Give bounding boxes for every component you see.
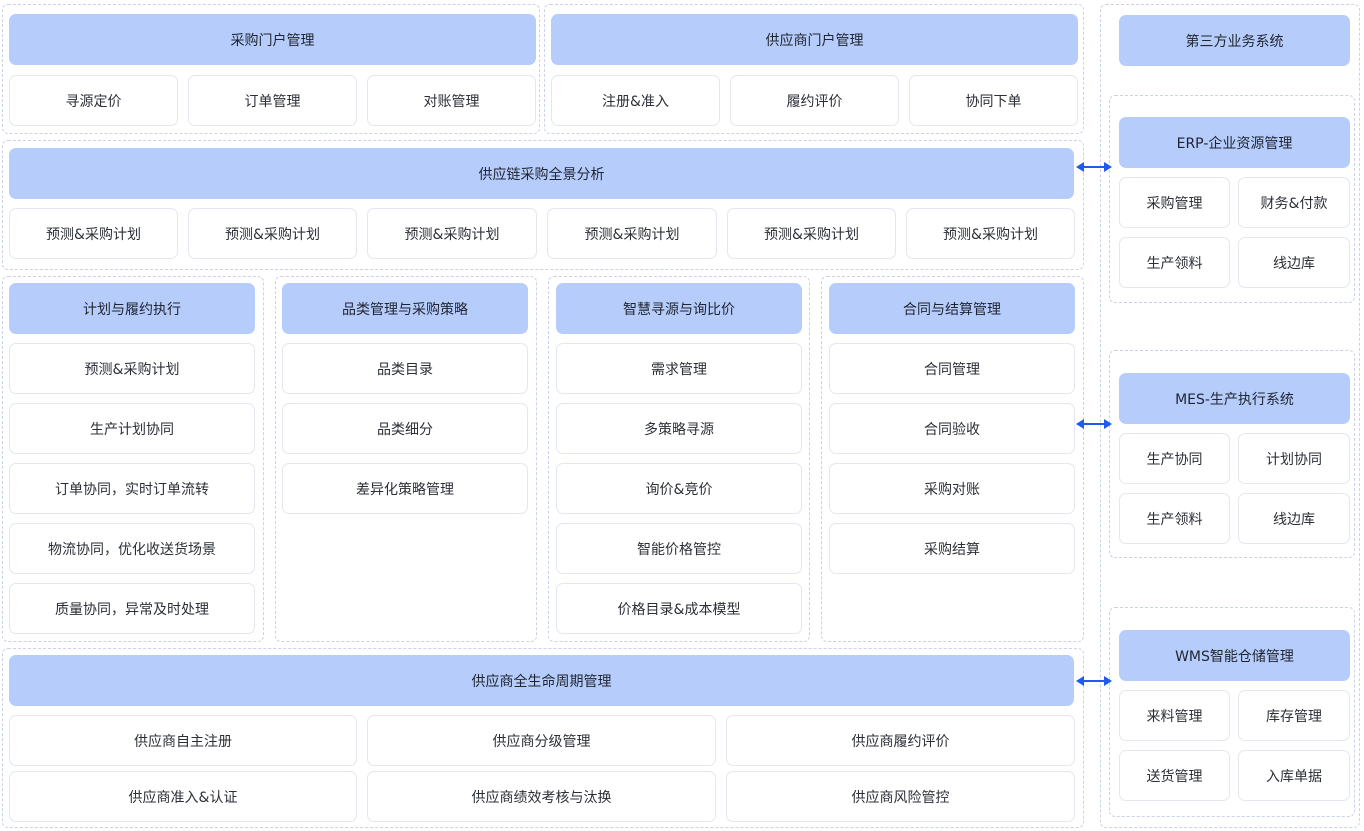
erp-header: ERP-企业资源管理 bbox=[1119, 117, 1350, 168]
module-contract-item[interactable]: 合同管理 bbox=[829, 343, 1075, 394]
lifecycle-item[interactable]: 供应商准入&认证 bbox=[9, 771, 357, 822]
procurement-portal-header: 采购门户管理 bbox=[9, 14, 536, 65]
module-plan-item[interactable]: 物流协同，优化收送货场景 bbox=[9, 523, 255, 574]
module-sourcing-header: 智慧寻源与询比价 bbox=[556, 283, 802, 334]
wms-item[interactable]: 库存管理 bbox=[1238, 690, 1350, 741]
analysis-header: 供应链采购全景分析 bbox=[9, 148, 1074, 199]
lifecycle-item[interactable]: 供应商风险管控 bbox=[726, 771, 1075, 822]
mes-item[interactable]: 生产领料 bbox=[1119, 493, 1230, 544]
erp-item[interactable]: 财务&付款 bbox=[1238, 177, 1350, 228]
module-sourcing-item[interactable]: 价格目录&成本模型 bbox=[556, 583, 802, 634]
wms-group bbox=[1109, 607, 1355, 817]
lifecycle-header: 供应商全生命周期管理 bbox=[9, 655, 1074, 706]
lifecycle-item[interactable]: 供应商绩效考核与汰换 bbox=[367, 771, 716, 822]
module-contract-item[interactable]: 采购结算 bbox=[829, 523, 1075, 574]
double-arrow-icon bbox=[1076, 419, 1112, 429]
procurement-portal-item[interactable]: 对账管理 bbox=[367, 75, 536, 126]
erp-item[interactable]: 线边库 bbox=[1238, 237, 1350, 288]
module-plan-item[interactable]: 预测&采购计划 bbox=[9, 343, 255, 394]
supplier-portal-item[interactable]: 履约评价 bbox=[730, 75, 899, 126]
supplier-portal-header: 供应商门户管理 bbox=[551, 14, 1078, 65]
module-category-item[interactable]: 品类目录 bbox=[282, 343, 528, 394]
wms-header: WMS智能仓储管理 bbox=[1119, 630, 1350, 681]
mes-group bbox=[1109, 350, 1355, 558]
module-plan-item[interactable]: 质量协同，异常及时处理 bbox=[9, 583, 255, 634]
double-arrow-icon bbox=[1076, 162, 1112, 172]
module-contract-header: 合同与结算管理 bbox=[829, 283, 1075, 334]
module-sourcing-item[interactable]: 询价&竞价 bbox=[556, 463, 802, 514]
module-contract-group bbox=[821, 276, 1084, 642]
module-category-item[interactable]: 差异化策略管理 bbox=[282, 463, 528, 514]
analysis-item[interactable]: 预测&采购计划 bbox=[547, 208, 717, 259]
supplier-portal-item[interactable]: 协同下单 bbox=[909, 75, 1078, 126]
lifecycle-item[interactable]: 供应商自主注册 bbox=[9, 715, 357, 766]
lifecycle-group bbox=[2, 648, 1084, 828]
third-party-header: 第三方业务系统 bbox=[1119, 15, 1350, 66]
third-party-group bbox=[1100, 4, 1360, 828]
analysis-item[interactable]: 预测&采购计划 bbox=[188, 208, 357, 259]
module-plan-group bbox=[2, 276, 264, 642]
procurement-portal-item[interactable]: 订单管理 bbox=[188, 75, 357, 126]
procurement-portal-group bbox=[2, 4, 540, 134]
module-plan-item[interactable]: 生产计划协同 bbox=[9, 403, 255, 454]
lifecycle-item[interactable]: 供应商分级管理 bbox=[367, 715, 716, 766]
mes-header: MES-生产执行系统 bbox=[1119, 373, 1350, 424]
lifecycle-item[interactable]: 供应商履约评价 bbox=[726, 715, 1075, 766]
supplier-portal-item[interactable]: 注册&准入 bbox=[551, 75, 720, 126]
module-sourcing-group bbox=[548, 276, 810, 642]
procurement-portal-item[interactable]: 寻源定价 bbox=[9, 75, 178, 126]
mes-item[interactable]: 计划协同 bbox=[1238, 433, 1350, 484]
module-plan-header: 计划与履约执行 bbox=[9, 283, 255, 334]
module-sourcing-item[interactable]: 智能价格管控 bbox=[556, 523, 802, 574]
analysis-item[interactable]: 预测&采购计划 bbox=[727, 208, 896, 259]
mes-item[interactable]: 生产协同 bbox=[1119, 433, 1230, 484]
module-category-item[interactable]: 品类细分 bbox=[282, 403, 528, 454]
double-arrow-icon bbox=[1076, 676, 1112, 686]
module-sourcing-item[interactable]: 多策略寻源 bbox=[556, 403, 802, 454]
erp-group bbox=[1109, 95, 1355, 303]
erp-item[interactable]: 生产领料 bbox=[1119, 237, 1230, 288]
mes-item[interactable]: 线边库 bbox=[1238, 493, 1350, 544]
analysis-item[interactable]: 预测&采购计划 bbox=[906, 208, 1075, 259]
supplier-portal-group bbox=[544, 4, 1084, 134]
module-category-group bbox=[275, 276, 537, 642]
wms-item[interactable]: 入库单据 bbox=[1238, 750, 1350, 801]
erp-item[interactable]: 采购管理 bbox=[1119, 177, 1230, 228]
module-sourcing-item[interactable]: 需求管理 bbox=[556, 343, 802, 394]
analysis-item[interactable]: 预测&采购计划 bbox=[9, 208, 178, 259]
module-plan-item[interactable]: 订单协同，实时订单流转 bbox=[9, 463, 255, 514]
wms-item[interactable]: 送货管理 bbox=[1119, 750, 1230, 801]
analysis-group bbox=[2, 140, 1084, 270]
module-category-header: 品类管理与采购策略 bbox=[282, 283, 528, 334]
analysis-item[interactable]: 预测&采购计划 bbox=[367, 208, 537, 259]
module-contract-item[interactable]: 采购对账 bbox=[829, 463, 1075, 514]
module-contract-item[interactable]: 合同验收 bbox=[829, 403, 1075, 454]
wms-item[interactable]: 来料管理 bbox=[1119, 690, 1230, 741]
